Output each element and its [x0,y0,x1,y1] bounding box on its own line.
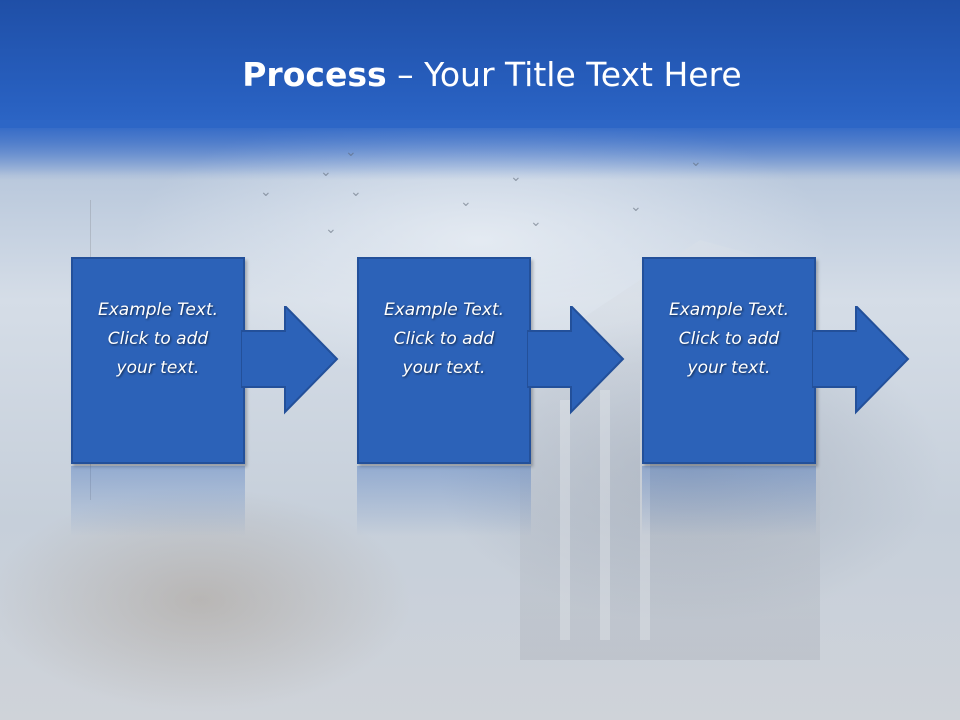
slide-title-bold: Process [242,55,387,94]
step-3-reflection [642,466,816,536]
bird-silhouette: ⌄ [350,184,362,200]
bird-silhouette: ⌄ [510,169,522,185]
slide-title[interactable]: Process – Your Title Text Here [0,52,960,98]
slide-title-rest: – Your Title Text Here [386,55,742,94]
step-1-reflection [71,466,245,536]
building-column [560,400,570,640]
bird-silhouette: ⌄ [530,214,542,230]
step-3-arrow-icon [812,306,910,415]
bird-silhouette: ⌄ [260,184,272,200]
step-2-reflection [357,466,531,536]
bird-silhouette: ⌄ [690,154,702,170]
bird-silhouette: ⌄ [320,164,332,180]
building-column [640,380,650,640]
step-1-arrow-icon [241,306,339,415]
step-2-arrow-icon [527,306,625,415]
title-band [0,0,960,128]
step-1-textbox[interactable]: Example Text. Click to add your text. [71,257,245,464]
bird-silhouette: ⌄ [460,194,472,210]
step-1-text: Example Text. Click to add your text. [97,300,219,378]
step-2-text: Example Text. Click to add your text. [383,300,505,378]
bird-silhouette: ⌄ [345,144,357,160]
step-3-text: Example Text. Click to add your text. [668,300,790,378]
bird-silhouette: ⌄ [630,199,642,215]
step-3-textbox[interactable]: Example Text. Click to add your text. [642,257,816,464]
building-column [600,390,610,640]
bird-silhouette: ⌄ [325,221,337,237]
title-band-fade [0,120,960,180]
step-2-textbox[interactable]: Example Text. Click to add your text. [357,257,531,464]
